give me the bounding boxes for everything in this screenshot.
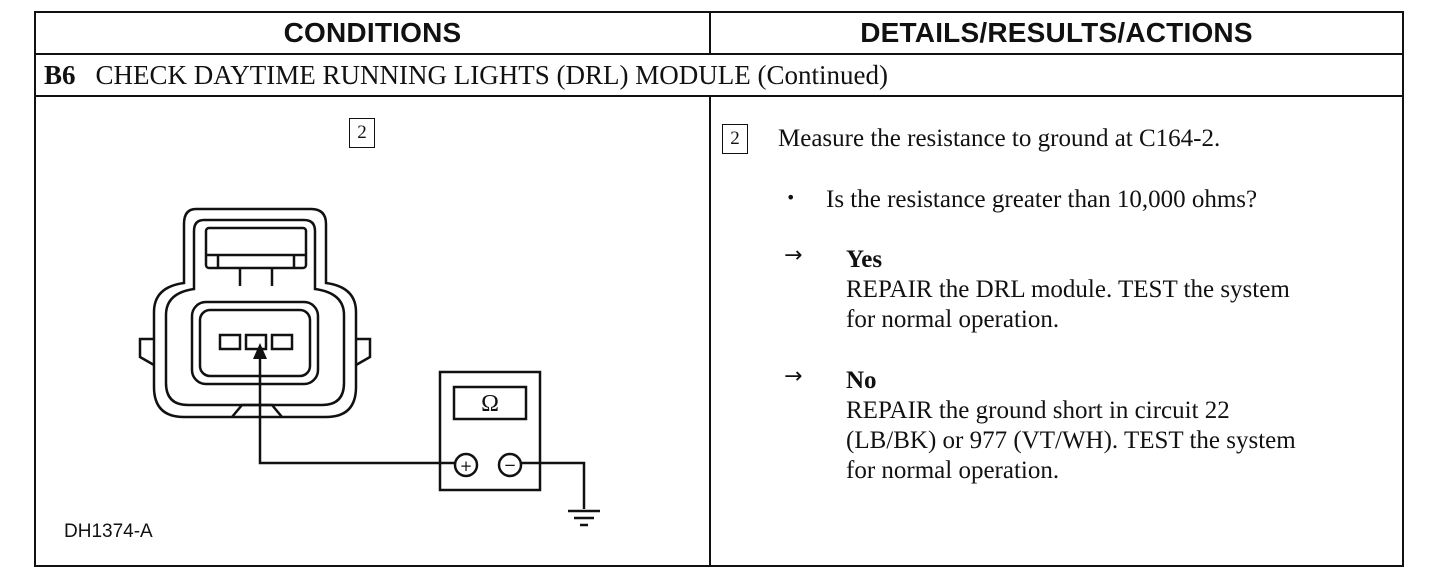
minus-symbol: − — [504, 456, 517, 474]
negative-jack — [497, 452, 523, 478]
question-text: Is the resistance greater than 10,000 oh… — [826, 186, 1258, 213]
step-title: CHECK DAYTIME RUNNING LIGHTS (DRL) MODUL… — [95, 59, 888, 90]
no-label: No — [846, 367, 877, 394]
no-action-line-3: for normal operation. — [846, 457, 1060, 484]
no-action-line-2: (LB/BK) or 977 (VT/WH). TEST the system — [846, 427, 1296, 454]
connector-illustration: 2 — [36, 97, 709, 567]
positive-jack — [453, 452, 479, 478]
left-lock-tab — [138, 337, 155, 367]
plus-symbol: + — [460, 457, 473, 475]
bottom-key — [231, 403, 283, 418]
column-divider-top — [709, 13, 711, 54]
header-divider — [36, 53, 1402, 55]
connector-outer-shell — [152, 207, 358, 419]
details-step-marker: 2 — [722, 124, 748, 154]
yes-label: Yes — [846, 246, 883, 273]
yes-action-line-1: REPAIR the DRL module. TEST the system — [846, 276, 1290, 303]
instruction-text: Measure the resistance to ground at C164… — [778, 125, 1221, 152]
column-divider-body — [709, 96, 711, 565]
probe-tip — [253, 343, 267, 359]
step-id: B6 — [44, 59, 76, 90]
negative-lead — [521, 461, 586, 509]
terminal-cavity — [190, 300, 320, 386]
positive-lead — [258, 349, 455, 465]
terminal-1 — [218, 333, 242, 351]
question-bullet: • — [786, 188, 796, 207]
connector-diagram: Ω + − — [138, 207, 600, 527]
terminal-3 — [270, 333, 294, 351]
terminal-2 — [244, 333, 268, 351]
step-title-row: B6 CHECK DAYTIME RUNNING LIGHTS (DRL) MO… — [44, 57, 888, 93]
details-header: DETAILS/RESULTS/ACTIONS — [860, 17, 1253, 48]
yes-arrow: → — [784, 243, 803, 268]
no-arrow: → — [784, 364, 803, 389]
ohmmeter-body — [438, 370, 542, 492]
yes-action-line-2: for normal operation. — [846, 306, 1060, 333]
ohmmeter-display — [452, 385, 528, 421]
test-procedure-table: CONDITIONS DETAILS/RESULTS/ACTIONS B6 CH… — [34, 11, 1404, 567]
figure-id: DH1374-A — [64, 521, 153, 542]
figure-step-marker: 2 — [349, 118, 375, 148]
step-divider — [36, 95, 1402, 97]
no-action-line-1: REPAIR the ground short in circuit 22 — [846, 397, 1230, 424]
connector-inner-shell — [164, 218, 346, 407]
ohm-symbol: Ω — [481, 391, 499, 417]
right-lock-tab — [355, 337, 372, 367]
connector-latch — [204, 226, 308, 270]
conditions-header: CONDITIONS — [283, 17, 462, 48]
